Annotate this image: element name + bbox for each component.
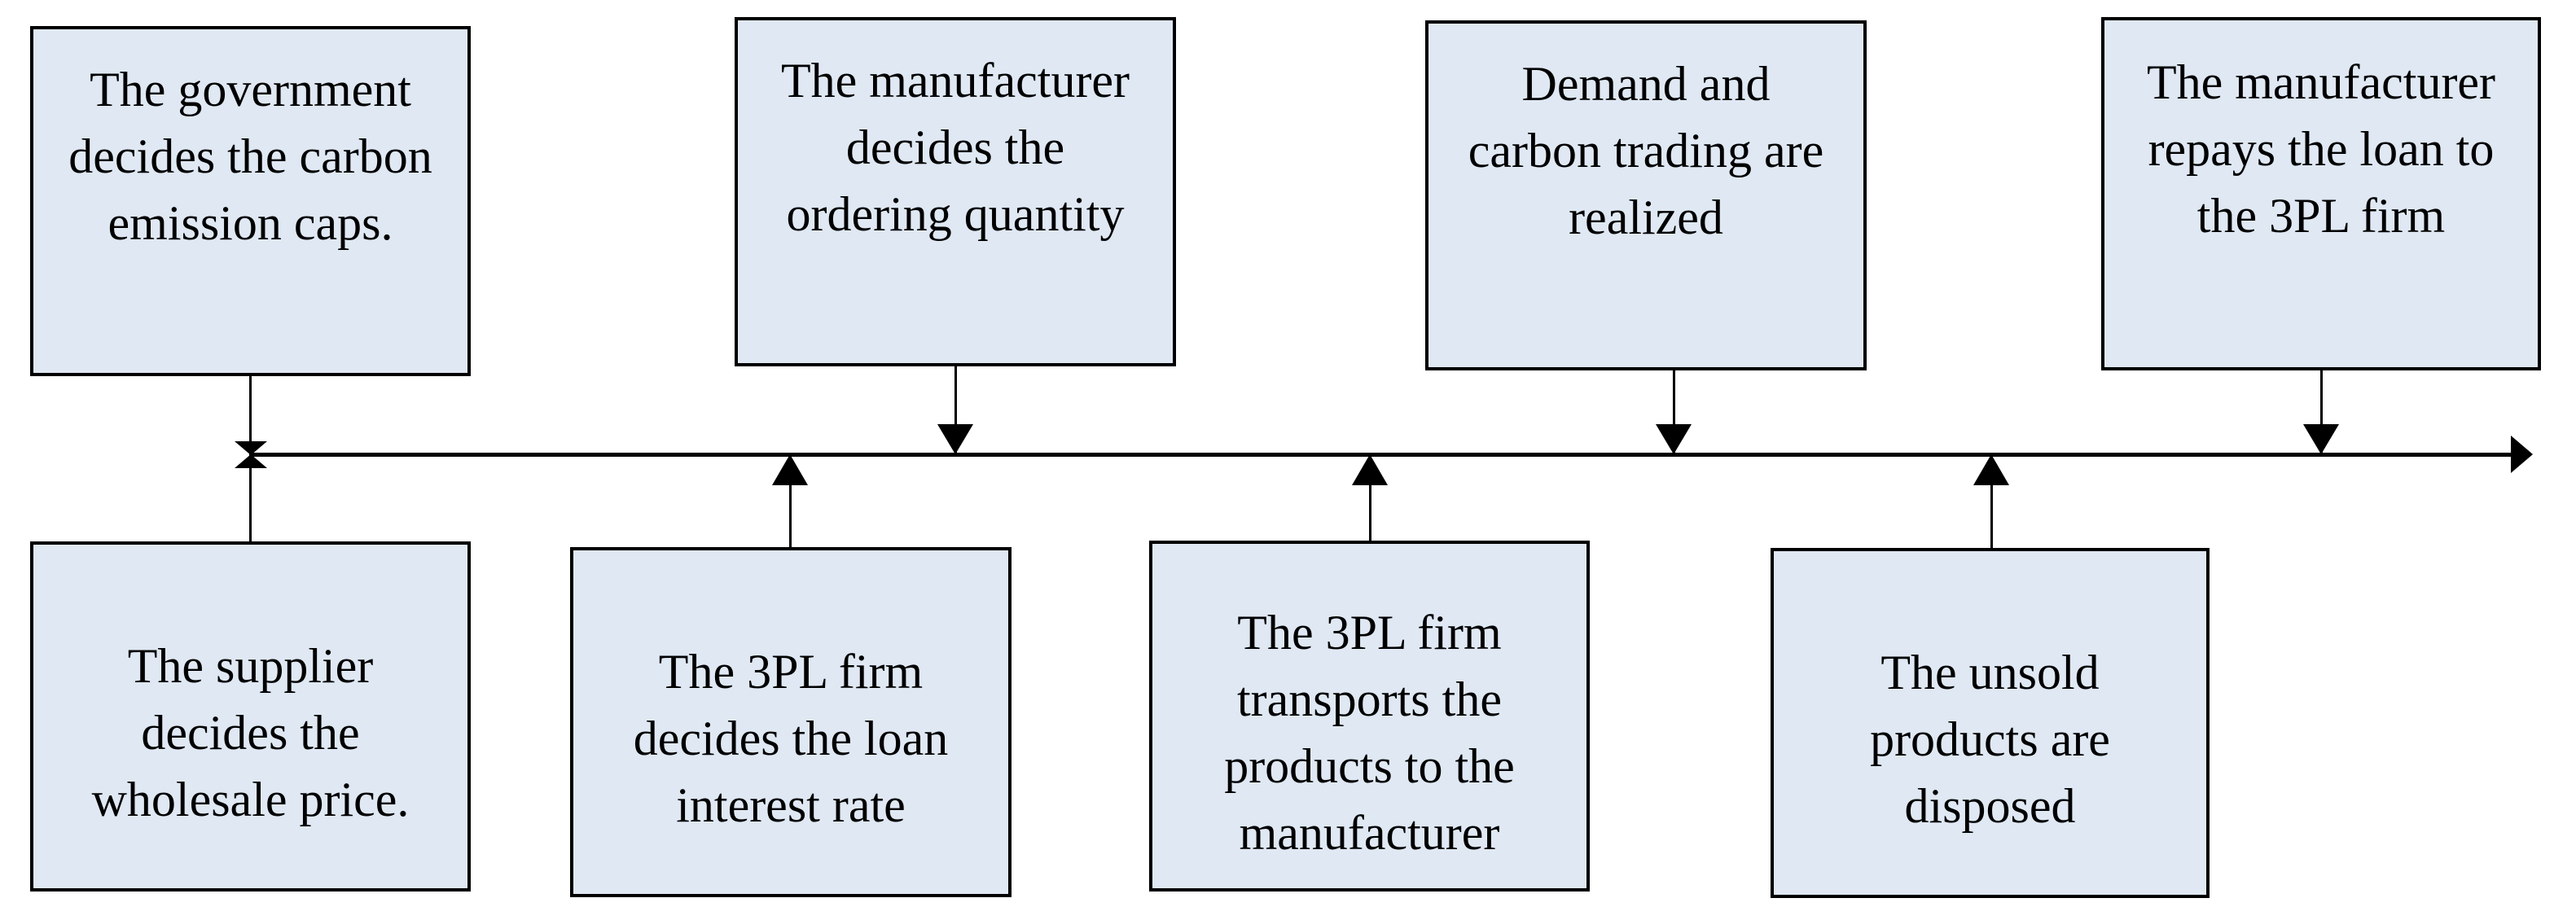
arrowhead-right-icon xyxy=(2511,436,2533,473)
event-label: The 3PL firm transports the products to … xyxy=(1224,605,1515,860)
connector-unsold-disposed xyxy=(1990,454,1993,548)
event-box-loan-interest-rate: The 3PL firm decides the loan interest r… xyxy=(570,547,1012,897)
arrowhead-down-icon xyxy=(1656,424,1692,454)
event-label: The manufacturer decides the ordering qu… xyxy=(780,53,1130,241)
arrowhead-down-icon xyxy=(937,424,973,454)
event-box-ordering-quantity: The manufacturer decides the ordering qu… xyxy=(735,17,1176,366)
event-label: The manufacturer repays the loan to the … xyxy=(2146,55,2496,243)
event-box-unsold-disposed: The unsold products are disposed xyxy=(1771,548,2210,898)
arrowhead-up-icon xyxy=(235,454,267,468)
arrowhead-up-icon xyxy=(1352,454,1388,485)
arrowhead-down-icon xyxy=(235,441,267,455)
event-label: The government decides the carbon emissi… xyxy=(68,63,432,250)
event-label: Demand and carbon trading are realized xyxy=(1468,57,1824,244)
event-box-supplier-wholesale-price: The supplier decides the wholesale price… xyxy=(30,541,471,892)
event-box-demand-carbon-trading: Demand and carbon trading are realized xyxy=(1425,20,1867,370)
event-box-repays-loan: The manufacturer repays the loan to the … xyxy=(2101,17,2541,370)
event-label: The supplier decides the wholesale price… xyxy=(91,639,410,826)
event-label: The unsold products are disposed xyxy=(1870,646,2110,833)
arrowhead-up-icon xyxy=(1973,454,2009,485)
connector-loan-interest xyxy=(789,454,792,547)
connector-ordering-quantity xyxy=(954,366,957,454)
connector-demand-realized xyxy=(1673,370,1675,454)
arrowhead-down-icon xyxy=(2303,424,2339,454)
event-label: The 3PL firm decides the loan interest r… xyxy=(633,645,949,832)
connector-repays-loan xyxy=(2320,370,2323,454)
arrowhead-up-icon xyxy=(772,454,808,485)
connector-transports xyxy=(1369,454,1371,541)
event-box-government-carbon-caps: The government decides the carbon emissi… xyxy=(30,26,471,376)
event-box-transports-products: The 3PL firm transports the products to … xyxy=(1149,541,1590,892)
